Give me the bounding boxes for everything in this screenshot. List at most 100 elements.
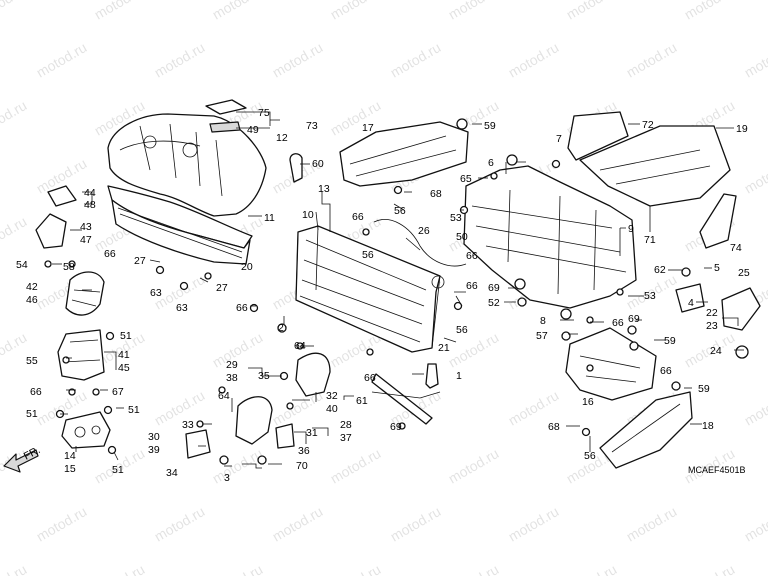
front-direction-arrow bbox=[3, 449, 39, 473]
callout-6: 6 bbox=[488, 157, 494, 169]
callout-36: 36 bbox=[298, 445, 310, 457]
fasteners bbox=[44, 118, 691, 465]
callout-2: 2 bbox=[278, 322, 284, 334]
callout-72: 72 bbox=[642, 119, 654, 131]
callout-45: 45 bbox=[118, 362, 130, 374]
callout-59-b: 59 bbox=[664, 335, 676, 347]
callout-3: 3 bbox=[224, 472, 230, 484]
callout-69-b: 69 bbox=[488, 282, 500, 294]
callout-31: 31 bbox=[306, 427, 318, 439]
callout-56-a: 56 bbox=[362, 249, 374, 261]
callout-13: 13 bbox=[318, 183, 330, 195]
callout-12: 12 bbox=[276, 132, 288, 144]
watermark-text: motod.ru bbox=[270, 39, 326, 80]
watermark-text: motod.ru bbox=[152, 39, 208, 80]
callout-66-e: 66 bbox=[364, 372, 376, 384]
callout-66-d: 66 bbox=[236, 302, 248, 314]
top-covers-right bbox=[567, 111, 737, 249]
watermark-text: motod.ru bbox=[682, 0, 738, 23]
front-direction-label: FR. bbox=[22, 444, 43, 463]
watermark-text: motod.ru bbox=[210, 561, 266, 576]
callout-51-b: 51 bbox=[26, 408, 38, 420]
watermark-text: motod.ru bbox=[210, 0, 266, 23]
watermark-text: motod.ru bbox=[388, 503, 444, 544]
watermark-text: motod.ru bbox=[506, 39, 562, 80]
callout-41: 41 bbox=[118, 349, 130, 361]
watermark-text: motod.ru bbox=[0, 561, 29, 576]
watermark-text: motod.ru bbox=[270, 503, 326, 544]
callout-15: 15 bbox=[64, 463, 76, 475]
callout-69-c: 69 bbox=[628, 313, 640, 325]
callout-37: 37 bbox=[340, 432, 352, 444]
callout-67: 67 bbox=[112, 386, 124, 398]
callout-59-c: 59 bbox=[698, 383, 710, 395]
watermark-text: motod.ru bbox=[742, 39, 768, 80]
callout-34: 34 bbox=[166, 467, 178, 479]
right-small-parts bbox=[675, 283, 761, 359]
callout-53-a: 53 bbox=[450, 212, 462, 224]
callout-17: 17 bbox=[362, 122, 374, 134]
side-bracket bbox=[65, 271, 105, 316]
callout-62: 62 bbox=[654, 264, 666, 276]
lower-cover bbox=[565, 327, 657, 401]
watermark-text: motod.ru bbox=[446, 561, 502, 576]
inner-trims bbox=[185, 352, 439, 459]
callout-8: 8 bbox=[540, 315, 546, 327]
callout-43: 43 bbox=[80, 221, 92, 233]
watermark-text: motod.ru bbox=[0, 0, 29, 23]
callout-56-d: 56 bbox=[584, 450, 596, 462]
callout-51-d: 51 bbox=[112, 464, 124, 476]
callout-24: 24 bbox=[710, 345, 722, 357]
callout-25: 25 bbox=[738, 267, 750, 279]
callout-18: 18 bbox=[702, 420, 714, 432]
callout-32: 32 bbox=[326, 390, 338, 402]
watermark-text: motod.ru bbox=[506, 503, 562, 544]
callout-9: 9 bbox=[628, 223, 634, 235]
callout-66-g: 66 bbox=[466, 280, 478, 292]
callout-46: 46 bbox=[26, 294, 38, 306]
callout-21: 21 bbox=[438, 342, 450, 354]
watermark-text: motod.ru bbox=[0, 329, 29, 370]
callout-26: 26 bbox=[418, 225, 430, 237]
callout-66-i: 66 bbox=[660, 365, 672, 377]
leader-lines bbox=[52, 111, 744, 469]
callout-27-a: 27 bbox=[134, 255, 146, 267]
callout-38: 38 bbox=[226, 372, 238, 384]
garnish-panel bbox=[599, 391, 693, 469]
callout-27-b: 27 bbox=[216, 282, 228, 294]
callout-71: 71 bbox=[644, 234, 656, 246]
watermark-text: motod.ru bbox=[682, 561, 738, 576]
watermark-text: motod.ru bbox=[152, 503, 208, 544]
callout-74: 74 bbox=[730, 242, 742, 254]
callout-56-b: 56 bbox=[394, 205, 406, 217]
trunk-body bbox=[463, 165, 637, 309]
callout-60: 60 bbox=[312, 158, 324, 170]
watermark-text: motod.ru bbox=[742, 387, 768, 428]
callout-5: 5 bbox=[714, 262, 720, 274]
callout-54: 54 bbox=[16, 259, 28, 271]
callout-65: 65 bbox=[460, 173, 472, 185]
callout-39: 39 bbox=[148, 444, 160, 456]
callout-48: 48 bbox=[84, 199, 96, 211]
watermark-text: motod.ru bbox=[92, 561, 148, 576]
watermark-text: motod.ru bbox=[624, 503, 680, 544]
watermark-text: motod.ru bbox=[328, 561, 384, 576]
callout-50: 50 bbox=[456, 231, 468, 243]
watermark-text: motod.ru bbox=[328, 445, 384, 486]
callout-20: 20 bbox=[241, 261, 253, 273]
watermark-text: motod.ru bbox=[446, 445, 502, 486]
callout-66-c: 66 bbox=[352, 211, 364, 223]
callout-59-a: 59 bbox=[484, 120, 496, 132]
callout-49: 49 bbox=[247, 124, 259, 136]
watermark-text: motod.ru bbox=[34, 39, 90, 80]
callout-23: 23 bbox=[706, 320, 718, 332]
callout-53-b: 53 bbox=[644, 290, 656, 302]
watermark-text: motod.ru bbox=[564, 561, 620, 576]
support-stay bbox=[57, 329, 105, 381]
callout-61: 61 bbox=[356, 395, 368, 407]
callout-44: 44 bbox=[84, 187, 96, 199]
trunk-shell bbox=[107, 185, 253, 265]
watermark-text: motod.ru bbox=[388, 39, 444, 80]
watermark-text: motod.ru bbox=[446, 0, 502, 23]
